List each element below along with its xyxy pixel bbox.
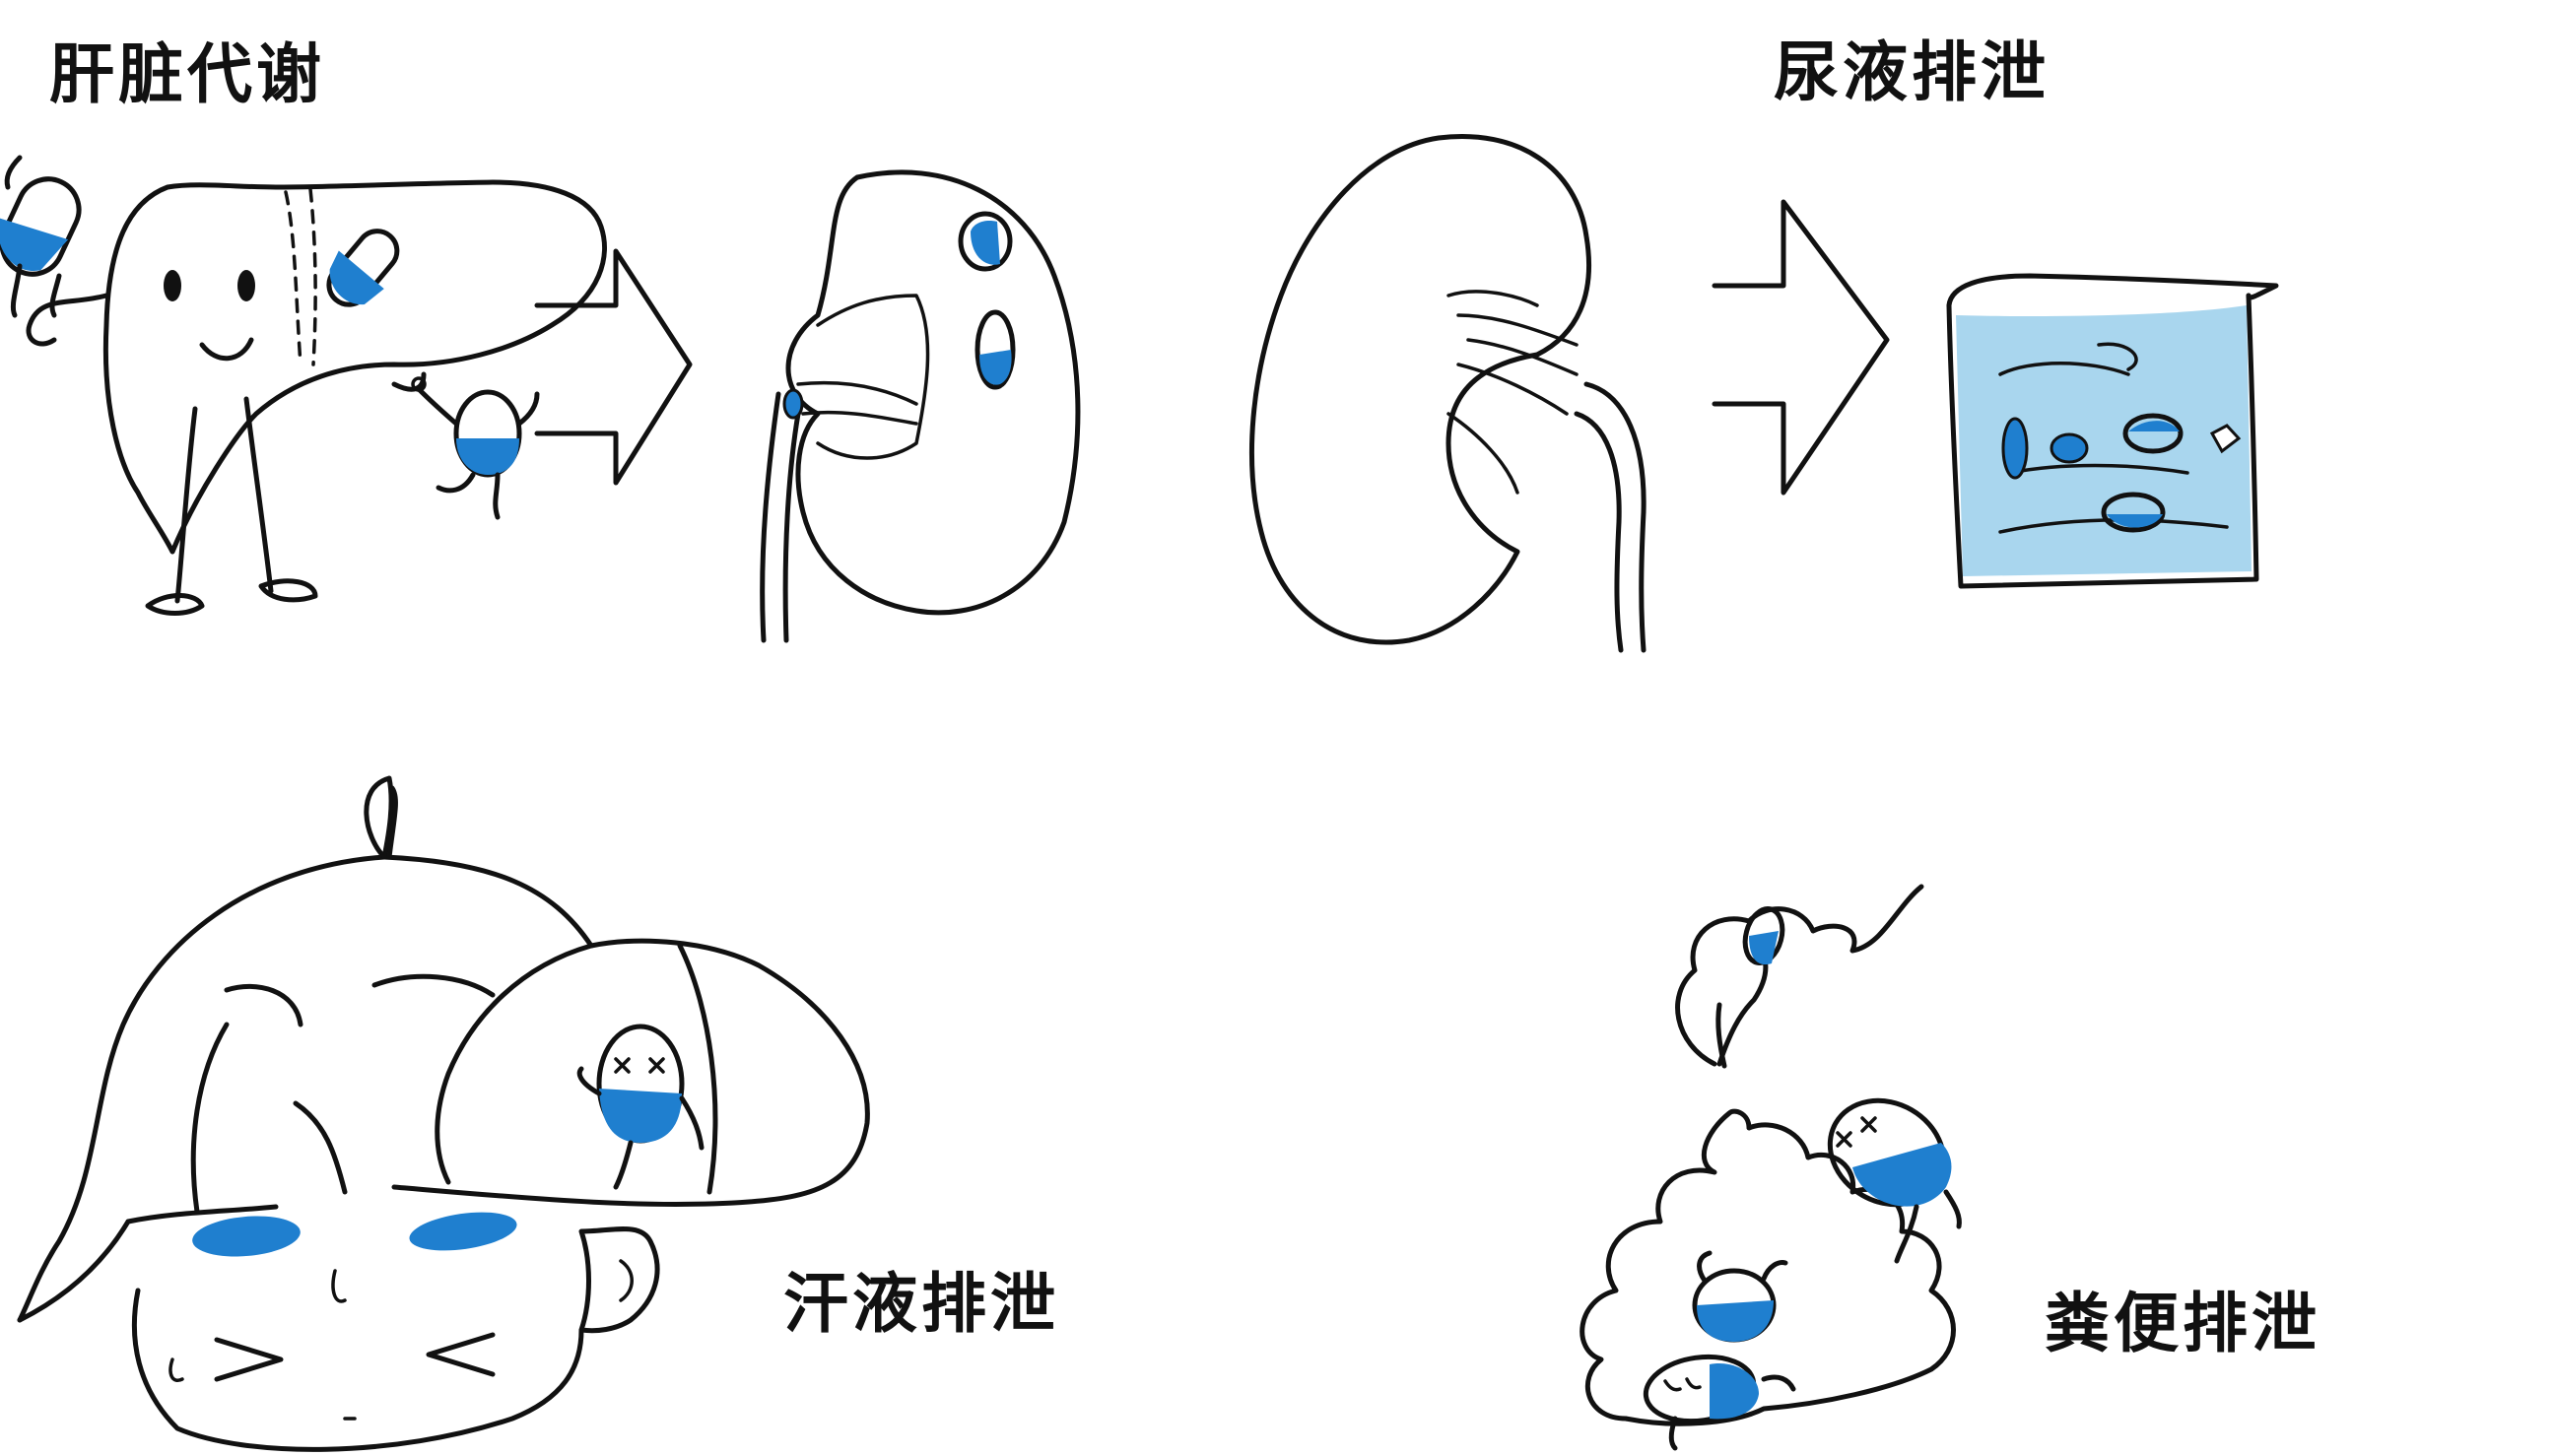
label-urine-excretion: 尿液排泄 xyxy=(1774,34,2050,110)
label-liver-metabolism: 肝脏代谢 xyxy=(49,36,325,112)
kidney-with-pills xyxy=(760,169,1081,643)
arrow-liver-to-kidney xyxy=(534,248,693,486)
kidney-large xyxy=(1249,134,1647,653)
feces-pile xyxy=(1579,884,1962,1451)
pill-left xyxy=(0,155,82,318)
arrow-kidney-to-urine xyxy=(1712,199,1890,496)
label-feces-excretion: 粪便排泄 xyxy=(2045,1286,2320,1361)
label-sweat-excretion: 汗液排泄 xyxy=(783,1266,1059,1342)
pill-right-walking xyxy=(411,376,540,520)
sweating-face xyxy=(17,775,870,1452)
liver-character xyxy=(26,179,607,616)
pill-on-liver xyxy=(326,229,400,307)
urine-beaker xyxy=(1946,273,2279,589)
